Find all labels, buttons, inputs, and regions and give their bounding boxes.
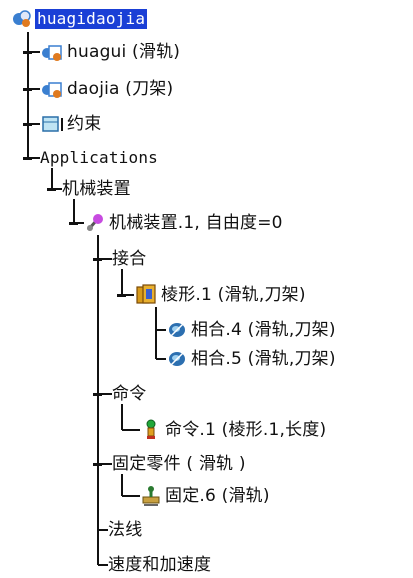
- tree-node-mechanisms[interactable]: 机械装置: [62, 176, 131, 202]
- tree-node-applications[interactable]: Applications: [40, 145, 158, 171]
- tree-node-fixed-part[interactable]: 固定零件 ( 滑轨 ): [112, 451, 246, 477]
- tree-node-laws[interactable]: 法线: [108, 517, 142, 543]
- tree-node-constraints[interactable]: 约束: [40, 111, 101, 137]
- tree-node-label: Applications: [40, 148, 158, 167]
- tree-node-coincidence-5[interactable]: 相合.5 (滑轨,刀架): [166, 346, 336, 372]
- tree-node-label: 机械装置.1, 自由度=0: [109, 213, 283, 233]
- tree-node-part-daojia[interactable]: daojia (刀架): [40, 76, 173, 102]
- collapse-toggle[interactable]: [23, 48, 32, 57]
- collapse-toggle[interactable]: [69, 219, 78, 228]
- collapse-toggle[interactable]: [117, 291, 126, 300]
- tree-node-label: 相合.5 (滑轨,刀架): [191, 349, 336, 369]
- tree-node-coincidence-4[interactable]: 相合.4 (滑轨,刀架): [166, 317, 336, 343]
- tree-node-part-huagui[interactable]: huagui (滑轨): [40, 39, 180, 65]
- collapse-toggle[interactable]: [23, 85, 32, 94]
- mechanism-icon: [86, 214, 103, 231]
- collapse-toggle[interactable]: [47, 185, 56, 194]
- tree-node-label: huagui (滑轨): [67, 42, 181, 62]
- tree-node-label: 相合.4 (滑轨,刀架): [191, 320, 336, 340]
- prismatic-joint-icon: [136, 284, 156, 304]
- tree-node-root-label: huagidaojia: [35, 9, 148, 29]
- tree-node-label: 法线: [108, 520, 143, 540]
- collapse-toggle[interactable]: [93, 390, 102, 399]
- collapse-toggle[interactable]: [93, 460, 102, 469]
- tree-node-prismatic-joint[interactable]: 棱形.1 (滑轨,刀架): [134, 282, 306, 308]
- tree-node-mechanism-1[interactable]: 机械装置.1, 自由度=0: [84, 210, 283, 236]
- product-icon: [13, 10, 31, 27]
- collapse-toggle[interactable]: [93, 255, 102, 264]
- tree-node-label: 固定零件 ( 滑轨 ): [112, 454, 246, 474]
- command-icon: [146, 419, 156, 439]
- tree-node-label: 约束: [67, 114, 102, 134]
- tree-node-label: 命令: [112, 384, 147, 404]
- tree-node-label: 机械装置: [62, 179, 131, 199]
- part-icon: [42, 45, 62, 61]
- tree-node-label: 速度和加速度: [108, 555, 212, 575]
- coincidence-constraint-icon: [169, 351, 185, 367]
- tree-node-joints[interactable]: 接合: [112, 246, 146, 272]
- tree-node-commands[interactable]: 命令: [112, 381, 146, 407]
- collapse-toggle[interactable]: [23, 120, 32, 129]
- part-icon: [42, 82, 62, 98]
- tree-node-root[interactable]: huagidaojia: [12, 6, 148, 32]
- coincidence-constraint-icon: [169, 322, 185, 338]
- tree-node-label: 命令.1 (棱形.1,长度): [165, 420, 327, 440]
- tree-node-label: daojia (刀架): [67, 79, 174, 99]
- tree-node-label: 固定.6 (滑轨): [165, 486, 270, 506]
- tree-node-command-1[interactable]: 命令.1 (棱形.1,长度): [140, 417, 326, 443]
- tree-node-speed-acceleration[interactable]: 速度和加速度: [108, 552, 211, 578]
- collapse-toggle[interactable]: [23, 154, 32, 163]
- constraints-icon: [42, 116, 63, 132]
- tree-node-fix-6[interactable]: 固定.6 (滑轨): [140, 483, 270, 509]
- tree-node-label: 接合: [112, 249, 147, 269]
- tree-node-label: 棱形.1 (滑轨,刀架): [161, 285, 306, 305]
- fix-constraint-icon: [142, 486, 160, 506]
